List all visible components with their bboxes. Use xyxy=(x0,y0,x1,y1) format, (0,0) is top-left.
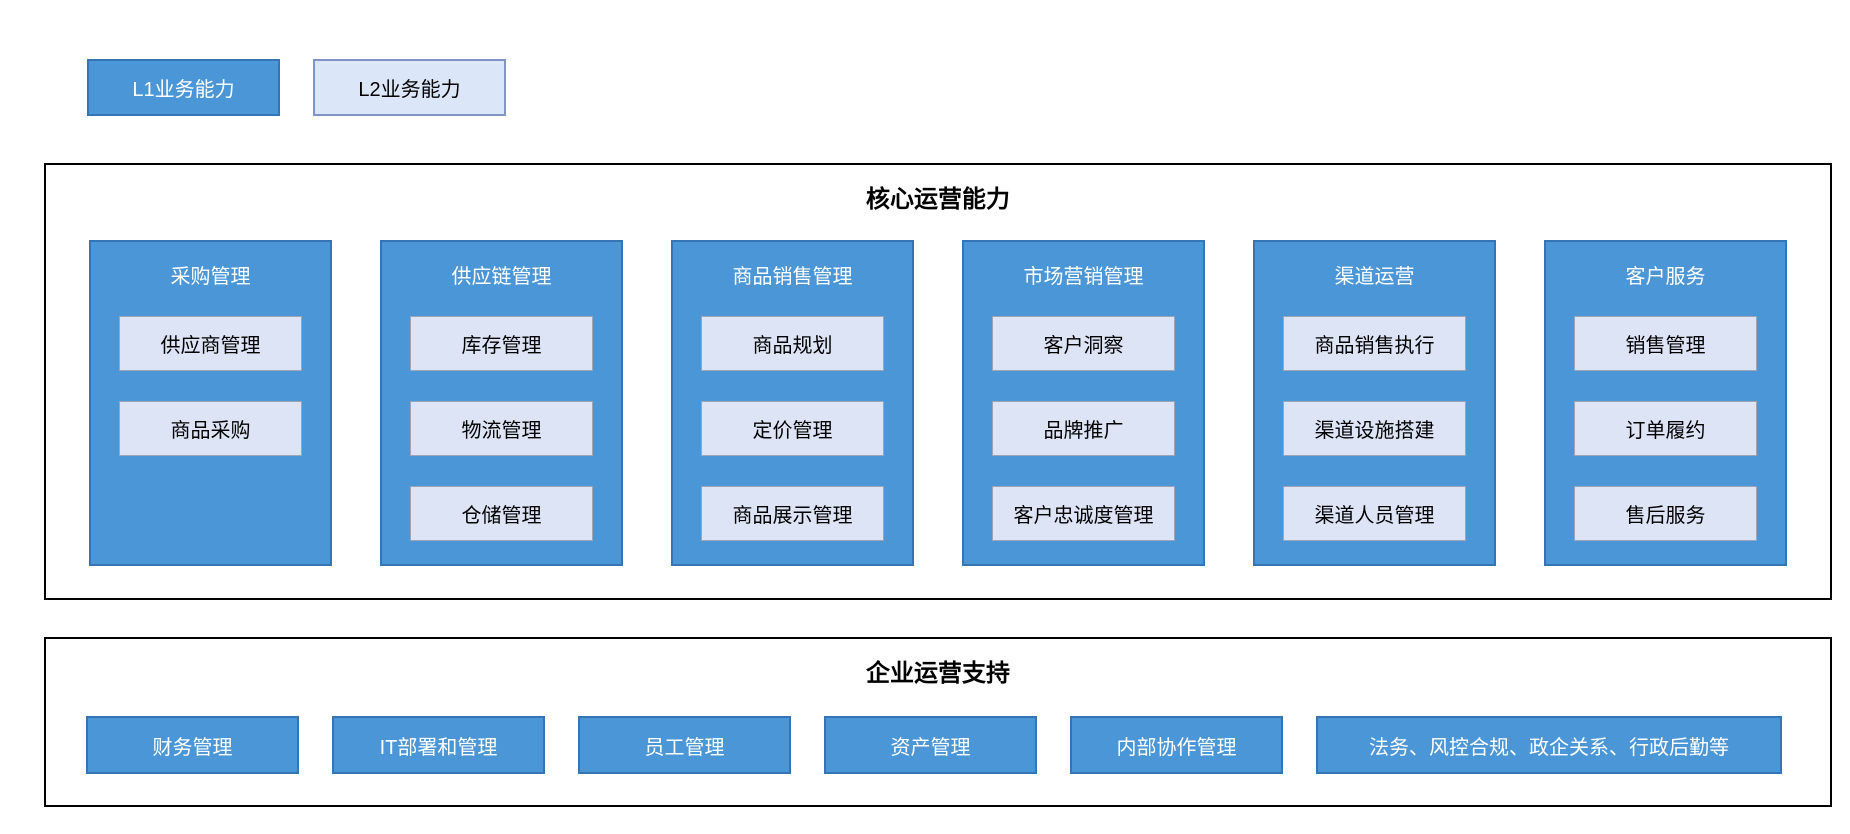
l2-capability-box[interactable]: 订单履约 xyxy=(1574,401,1757,456)
l1-capability-group[interactable]: 客户服务销售管理订单履约售后服务 xyxy=(1544,240,1787,566)
support-capability-box[interactable]: 财务管理 xyxy=(86,716,299,774)
support-capability-box[interactable]: 资产管理 xyxy=(824,716,1037,774)
core-columns: 采购管理供应商管理商品采购供应链管理库存管理物流管理仓储管理商品销售管理商品规划… xyxy=(89,240,1787,566)
support-row: 财务管理 IT部署和管理员工管理资产管理内部协作管理法务、风控合规、政企关系、行政… xyxy=(86,716,1782,774)
l1-capability-group[interactable]: 商品销售管理商品规划定价管理商品展示管理 xyxy=(671,240,914,566)
core-operations-section[interactable]: 核心运营能力 采购管理供应商管理商品采购供应链管理库存管理物流管理仓储管理商品销… xyxy=(44,163,1832,600)
l2-capability-box[interactable]: 供应商管理 xyxy=(119,316,302,371)
legend: L1业务能力 L2业务能力 xyxy=(87,59,506,116)
l1-capability-title: 供应链管理 xyxy=(451,266,552,288)
l1-capability-group[interactable]: 采购管理供应商管理商品采购 xyxy=(89,240,332,566)
l2-capability-box[interactable]: 客户忠诚度管理 xyxy=(992,486,1175,541)
enterprise-support-section[interactable]: 企业运营支持 财务管理 IT部署和管理员工管理资产管理内部协作管理法务、风控合规、… xyxy=(44,637,1832,807)
l2-capability-box[interactable]: 渠道设施搭建 xyxy=(1283,401,1466,456)
l2-capability-box[interactable]: 定价管理 xyxy=(701,401,884,456)
l2-capability-box[interactable]: 库存管理 xyxy=(410,316,593,371)
l2-capability-box[interactable]: 品牌推广 xyxy=(992,401,1175,456)
support-capability-box[interactable]: 法务、风控合规、政企关系、行政后勤等 xyxy=(1316,716,1782,774)
l2-capability-box[interactable]: 商品采购 xyxy=(119,401,302,456)
l2-capability-box[interactable]: 销售管理 xyxy=(1574,316,1757,371)
l1-capability-group[interactable]: 供应链管理库存管理物流管理仓储管理 xyxy=(380,240,623,566)
l1-capability-title: 市场营销管理 xyxy=(1023,266,1144,288)
l1-capability-group[interactable]: 市场营销管理客户洞察品牌推广客户忠诚度管理 xyxy=(962,240,1205,566)
support-section-title: 企业运营支持 xyxy=(866,660,1010,687)
l1-capability-title: 客户服务 xyxy=(1625,266,1706,288)
support-capability-box[interactable]: 内部协作管理 xyxy=(1070,716,1283,774)
support-capability-box[interactable]: 员工管理 xyxy=(578,716,791,774)
l2-capability-box[interactable]: 商品规划 xyxy=(701,316,884,371)
l1-capability-title: 渠道运营 xyxy=(1334,266,1415,288)
l2-capability-box[interactable]: 商品展示管理 xyxy=(701,486,884,541)
l1-capability-title: 采购管理 xyxy=(170,266,251,288)
l1-capability-title: 商品销售管理 xyxy=(732,266,853,288)
legend-l2-business-capability[interactable]: L2业务能力 xyxy=(313,59,506,116)
l2-capability-box[interactable]: 仓储管理 xyxy=(410,486,593,541)
l2-capability-box[interactable]: 物流管理 xyxy=(410,401,593,456)
l2-capability-box[interactable]: 售后服务 xyxy=(1574,486,1757,541)
legend-l1-business-capability[interactable]: L1业务能力 xyxy=(87,59,280,116)
core-section-title: 核心运营能力 xyxy=(866,186,1010,213)
l2-capability-box[interactable]: 商品销售执行 xyxy=(1283,316,1466,371)
l2-capability-box[interactable]: 渠道人员管理 xyxy=(1283,486,1466,541)
support-capability-box[interactable]: IT部署和管理 xyxy=(332,716,545,774)
l2-capability-box[interactable]: 客户洞察 xyxy=(992,316,1175,371)
l1-capability-group[interactable]: 渠道运营商品销售执行渠道设施搭建渠道人员管理 xyxy=(1253,240,1496,566)
